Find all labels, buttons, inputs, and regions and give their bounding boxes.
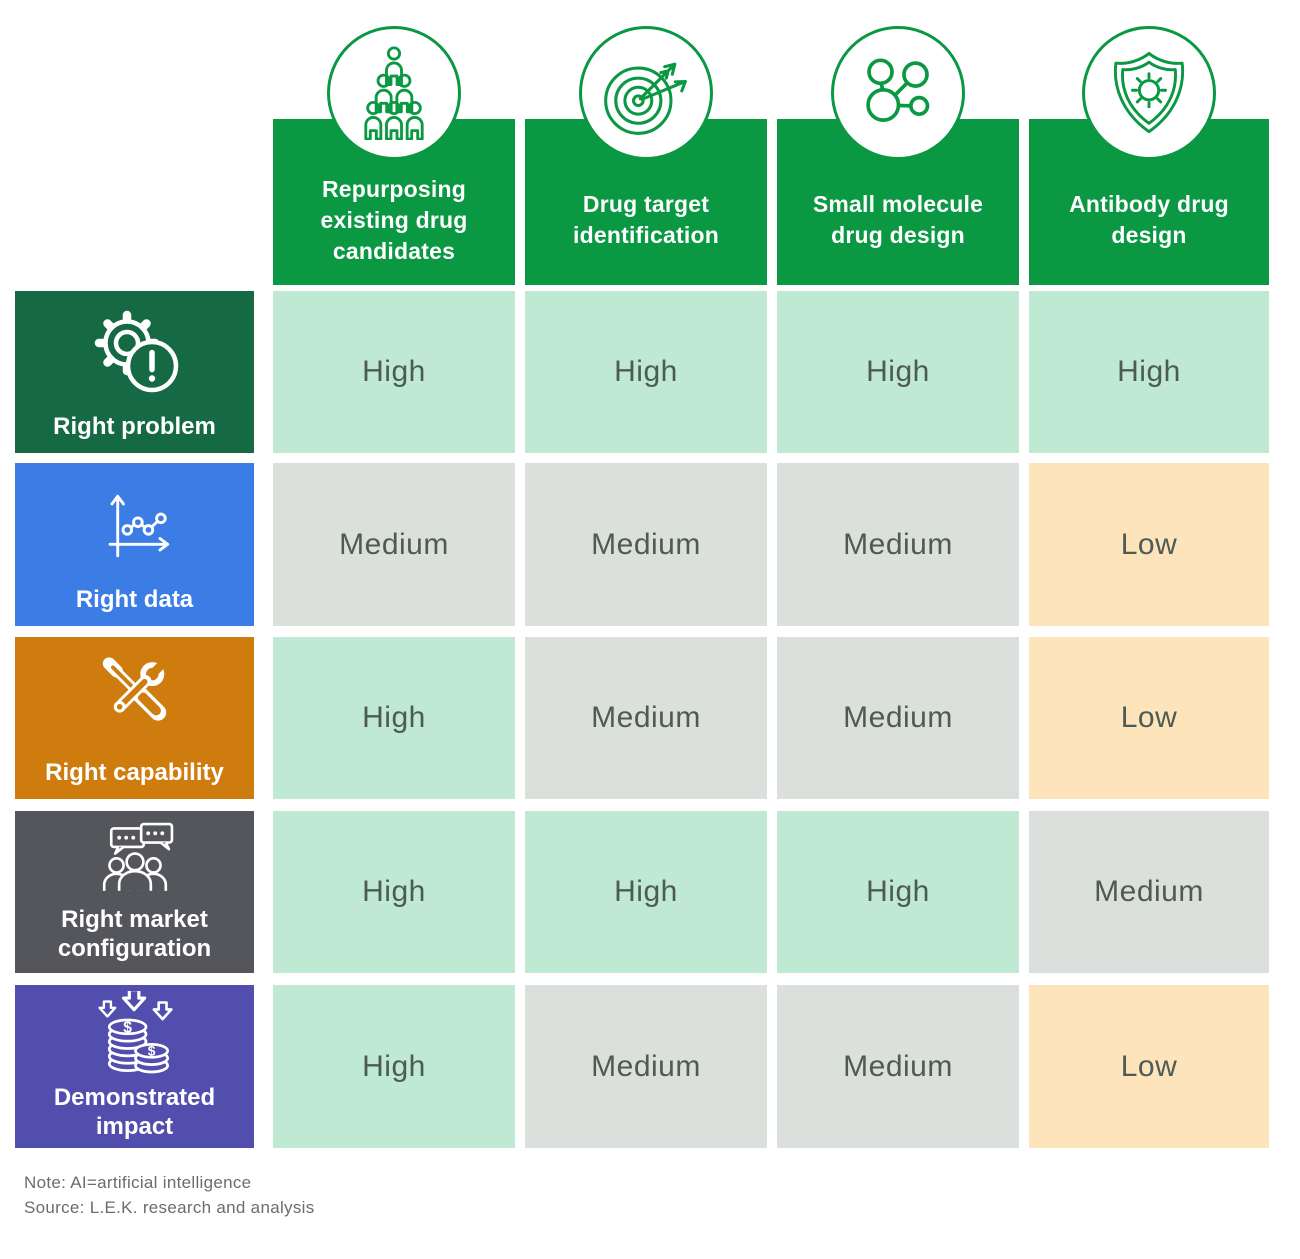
column-label: Antibody drug design xyxy=(1069,191,1229,248)
matrix-cell: Low xyxy=(1029,985,1269,1148)
cell-value: High xyxy=(362,1049,426,1083)
footnotes: Note: AI=artificial intelligence Source:… xyxy=(24,1170,315,1220)
target-arrows-icon xyxy=(579,26,713,160)
matrix-cell: Medium xyxy=(777,463,1019,626)
matrix-cell: Low xyxy=(1029,463,1269,626)
cell-value: Medium xyxy=(843,1049,953,1083)
shield-virus-icon xyxy=(1082,26,1216,160)
cell-value: Medium xyxy=(591,701,701,734)
row-label: Right problem xyxy=(53,413,216,440)
people-pyramid-icon xyxy=(327,26,461,160)
svg-text:$: $ xyxy=(123,1019,132,1036)
cell-value: High xyxy=(362,701,426,734)
matrix-cell: Low xyxy=(1029,637,1269,799)
source-line: Source: L.E.K. research and analysis xyxy=(24,1198,315,1217)
matrix-cell: High xyxy=(777,811,1019,973)
people-chat-icon xyxy=(89,817,181,905)
matrix-cell: High xyxy=(273,811,515,973)
row-header-demonstrated-impact: $ $ Demonstrated impact xyxy=(15,985,254,1148)
cell-value: High xyxy=(614,355,678,388)
cell-value: Medium xyxy=(843,701,953,734)
row-label: Demonstrated impact xyxy=(53,1084,216,1140)
cell-value: High xyxy=(362,875,426,908)
note-line: Note: AI=artificial intelligence xyxy=(24,1173,252,1192)
matrix-cell: Medium xyxy=(1029,811,1269,973)
molecule-icon xyxy=(831,26,965,160)
matrix-cell: Medium xyxy=(273,463,515,626)
cell-value: High xyxy=(362,355,426,388)
matrix-cell: High xyxy=(525,811,767,973)
matrix-cell: Medium xyxy=(525,463,767,626)
matrix-cell: High xyxy=(525,291,767,453)
matrix-cell: High xyxy=(273,291,515,453)
row-header-right-market-configuration: Right market configuration xyxy=(15,811,254,973)
matrix-cell: High xyxy=(273,637,515,799)
matrix-cell: High xyxy=(273,985,515,1148)
matrix-cell: High xyxy=(1029,291,1269,453)
row-label: Right data xyxy=(75,586,194,613)
column-label: Drug target identification xyxy=(573,191,719,248)
cell-value: Low xyxy=(1120,1049,1178,1083)
coins-arrows-icon: $ $ xyxy=(88,991,182,1083)
cell-value: High xyxy=(866,875,930,908)
column-label: Small molecule drug design xyxy=(812,191,984,248)
gear-alert-icon xyxy=(84,305,186,405)
row-header-right-data: Right data xyxy=(15,463,254,626)
line-chart-icon xyxy=(86,479,184,575)
row-header-right-problem: Right problem xyxy=(15,291,254,453)
cell-value: High xyxy=(614,875,678,908)
row-header-right-capability: Right capability xyxy=(15,637,254,799)
crossed-tools-icon xyxy=(86,653,184,749)
cell-value: Medium xyxy=(591,1049,701,1083)
cell-value: Low xyxy=(1120,701,1178,734)
matrix-cell: Medium xyxy=(525,637,767,799)
column-header-small-molecule: Small molecule drug design xyxy=(777,119,1019,285)
matrix-cell: High xyxy=(777,291,1019,453)
cell-value: High xyxy=(866,355,930,388)
cell-value: Medium xyxy=(1094,875,1204,908)
cell-value: High xyxy=(1117,355,1181,388)
row-label: Right capability xyxy=(45,759,224,786)
column-label: Repurposing existing drug candidates xyxy=(320,175,468,264)
svg-text:$: $ xyxy=(147,1043,155,1058)
matrix-cell: Medium xyxy=(777,985,1019,1148)
cell-value: Medium xyxy=(591,527,701,561)
matrix-cell: Medium xyxy=(777,637,1019,799)
cell-value: Low xyxy=(1120,527,1178,561)
row-label: Right market configuration xyxy=(57,906,212,962)
cell-value: Medium xyxy=(339,527,449,561)
cell-value: Medium xyxy=(843,527,953,561)
matrix-cell: Medium xyxy=(525,985,767,1148)
